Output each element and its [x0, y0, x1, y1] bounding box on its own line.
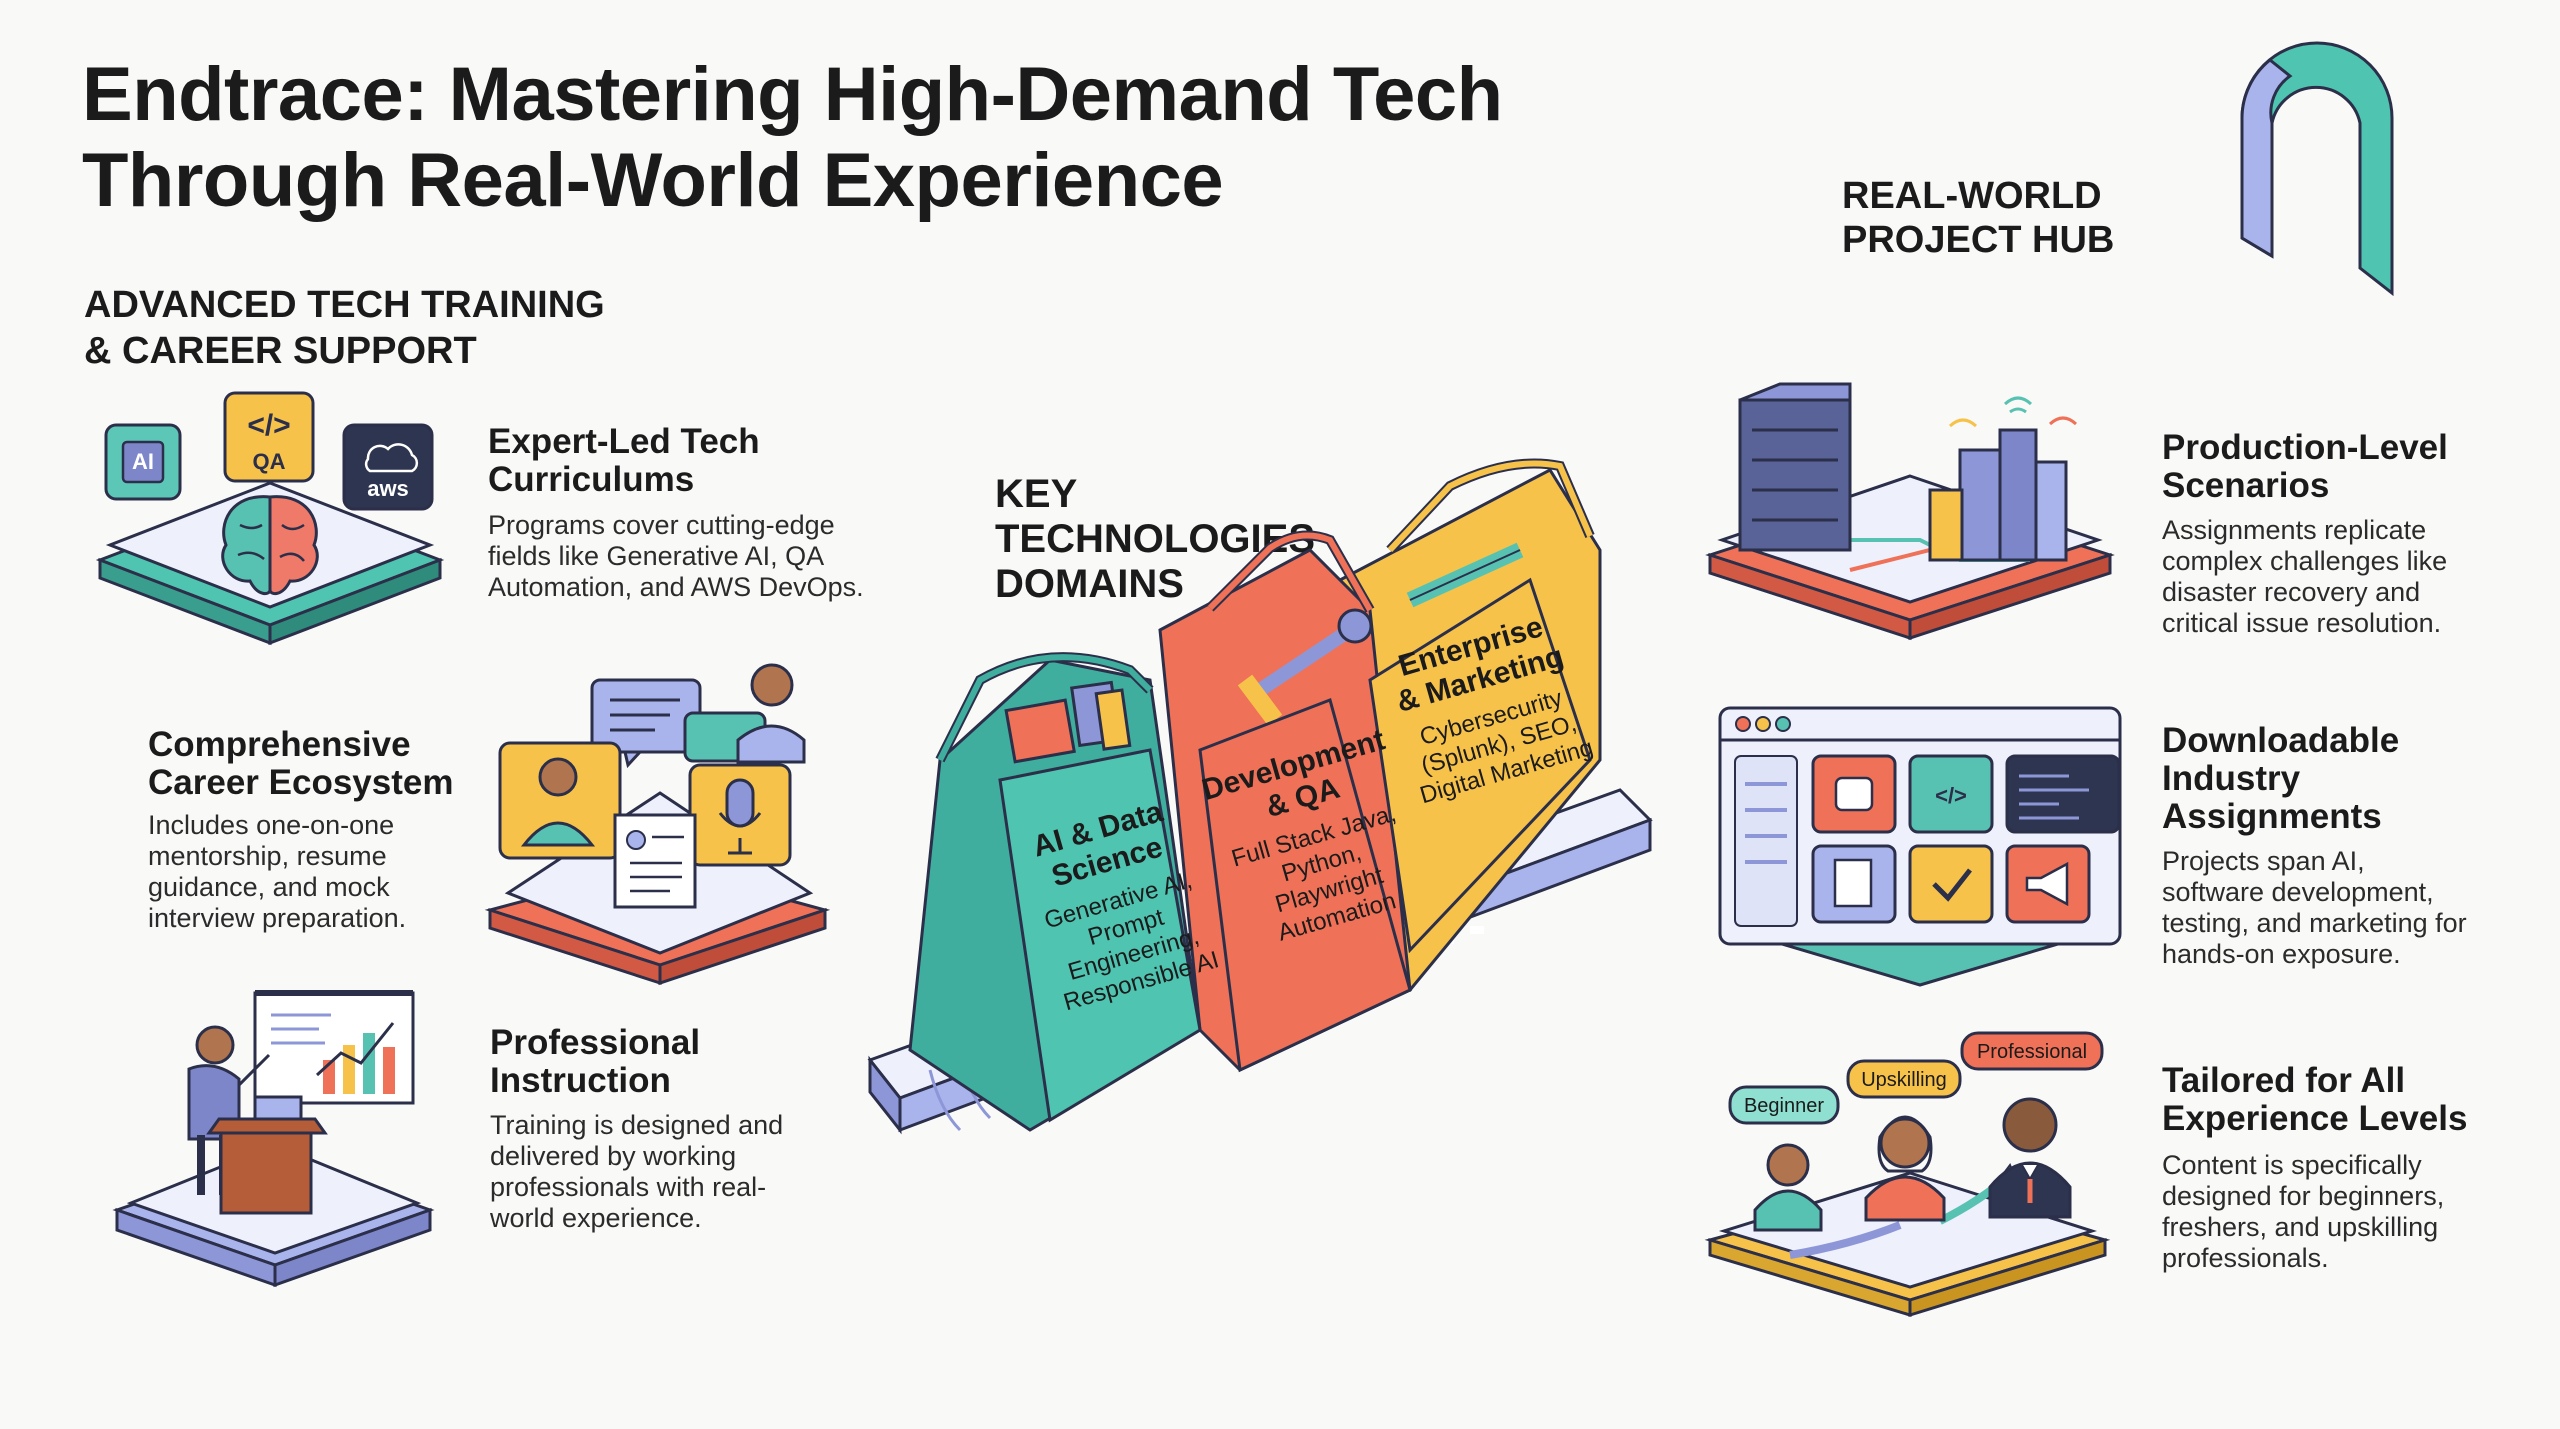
- career-ecosystem-title-line2: Career Ecosystem: [148, 763, 454, 802]
- toolbox-illustration: AI & Data Science Generative AI, Prompt …: [867, 458, 1653, 1135]
- expert-led-text-1: Programs cover cutting-edge: [488, 510, 835, 540]
- project-hub-heading-line1: REAL-WORLD: [1842, 175, 2102, 217]
- career-ecosystem-title: Comprehensive Career Ecosystem: [148, 726, 453, 802]
- professional-instruction-title-line1: Professional: [490, 1023, 701, 1062]
- page-title-line2: Through Real-World Experience: [82, 138, 1224, 223]
- arch-icon: [2240, 41, 2394, 297]
- project-hub-heading-line2: PROJECT HUB: [1842, 219, 2115, 261]
- downloadable-title-line2: Industry: [2162, 759, 2301, 798]
- production-level-title-line1: Production-Level: [2162, 428, 2448, 467]
- downloadable-text-2: software development,: [2162, 877, 2434, 907]
- career-ecosystem-text-2: mentorship, resume: [148, 841, 387, 871]
- career-ecosystem-text-1: Includes one-on-one: [148, 810, 395, 840]
- presenter-icon: [112, 990, 435, 1288]
- upskilling-badge: Upskilling: [1861, 1069, 1947, 1091]
- qa-badge-label: QA: [253, 449, 286, 474]
- ai-chip-label: AI: [132, 449, 154, 474]
- production-level-text-1: Assignments replicate: [2162, 515, 2427, 545]
- tailored-text-3: freshers, and upskilling: [2162, 1212, 2439, 1242]
- production-level-text-3: disaster recovery and: [2162, 577, 2421, 607]
- app-window-icon: </>: [1718, 706, 2122, 987]
- tailored-title-line1: Tailored for All: [2162, 1061, 2406, 1100]
- professional-instruction-text-4: world experience.: [490, 1203, 702, 1233]
- professional-instruction-text-2: delivered by working: [490, 1141, 737, 1171]
- tailored-text-1: Content is specifically: [2162, 1150, 2422, 1180]
- mentorship-icon: [484, 663, 831, 986]
- production-level-text-4: critical issue resolution.: [2162, 608, 2442, 638]
- professional-instruction-text-1: Training is designed and: [490, 1110, 784, 1140]
- downloadable-title-line3: Assignments: [2162, 797, 2382, 836]
- beginner-badge: Beginner: [1744, 1095, 1824, 1117]
- brain-tech-icon: AI </> QA aws: [95, 391, 445, 646]
- production-level-text-2: complex challenges like: [2162, 546, 2448, 576]
- career-ecosystem-description: Includes one-on-one mentorship, resume g…: [148, 810, 406, 934]
- production-level-description: Assignments replicate complex challenges…: [2162, 515, 2447, 639]
- training-heading-line1: ADVANCED TECH TRAINING: [84, 284, 605, 326]
- expert-led-text-3: Automation, and AWS DevOps.: [488, 572, 864, 602]
- downloadable-text-1: Projects span AI,: [2162, 846, 2365, 876]
- code-badge-label: </>: [247, 409, 290, 442]
- career-ecosystem-title-line1: Comprehensive: [148, 725, 411, 764]
- downloadable-text-3: testing, and marketing for: [2162, 908, 2467, 938]
- tailored-description: Content is specifically designed for beg…: [2162, 1150, 2444, 1274]
- downloadable-text-4: hands-on exposure.: [2162, 939, 2401, 969]
- training-heading-line2: & CAREER SUPPORT: [84, 330, 477, 372]
- professional-instruction-title-line2: Instruction: [490, 1061, 671, 1100]
- tailored-title: Tailored for All Experience Levels: [2162, 1062, 2467, 1138]
- production-level-title: Production-Level Scenarios: [2162, 429, 2448, 505]
- career-ecosystem-text-4: interview preparation.: [148, 903, 407, 933]
- tailored-text-4: professionals.: [2162, 1243, 2329, 1273]
- tailored-text-2: designed for beginners,: [2162, 1181, 2445, 1211]
- professional-badge: Professional: [1977, 1041, 2087, 1063]
- expert-led-description: Programs cover cutting-edge fields like …: [488, 510, 864, 603]
- expert-led-title-line2: Curriculums: [488, 460, 695, 499]
- downloadable-description: Projects span AI, software development, …: [2162, 846, 2467, 970]
- project-hub-heading: REAL-WORLD PROJECT HUB: [1842, 174, 2114, 262]
- professional-instruction-description: Training is designed and delivered by wo…: [490, 1110, 783, 1234]
- professional-instruction-title: Professional Instruction: [490, 1024, 700, 1100]
- aws-badge-label: aws: [367, 476, 409, 501]
- domains-heading-line3: DOMAINS: [995, 562, 1184, 606]
- professional-instruction-text-3: professionals with real-: [490, 1172, 767, 1202]
- career-ecosystem-text-3: guidance, and mock: [148, 872, 390, 902]
- expert-led-title: Expert-Led Tech Curriculums: [488, 423, 760, 499]
- career-levels-icon: Beginner Upskilling Professional: [1704, 1031, 2111, 1318]
- domains-heading-line1: KEY: [995, 472, 1078, 516]
- expert-led-text-2: fields like Generative AI, QA: [488, 541, 825, 571]
- page-title-line1: Endtrace: Mastering High-Demand Tech: [82, 52, 1503, 137]
- training-section-heading: ADVANCED TECH TRAINING & CAREER SUPPORT: [84, 282, 605, 374]
- server-city-icon: [1705, 382, 2115, 641]
- tailored-title-line2: Experience Levels: [2162, 1099, 2468, 1138]
- page-title: Endtrace: Mastering High-Demand Tech Thr…: [82, 52, 1503, 224]
- downloadable-title-line1: Downloadable: [2162, 721, 2400, 760]
- production-level-title-line2: Scenarios: [2162, 466, 2330, 505]
- svg-text:</>: </>: [1935, 783, 1967, 808]
- expert-led-title-line1: Expert-Led Tech: [488, 422, 760, 461]
- downloadable-title: Downloadable Industry Assignments: [2162, 722, 2399, 836]
